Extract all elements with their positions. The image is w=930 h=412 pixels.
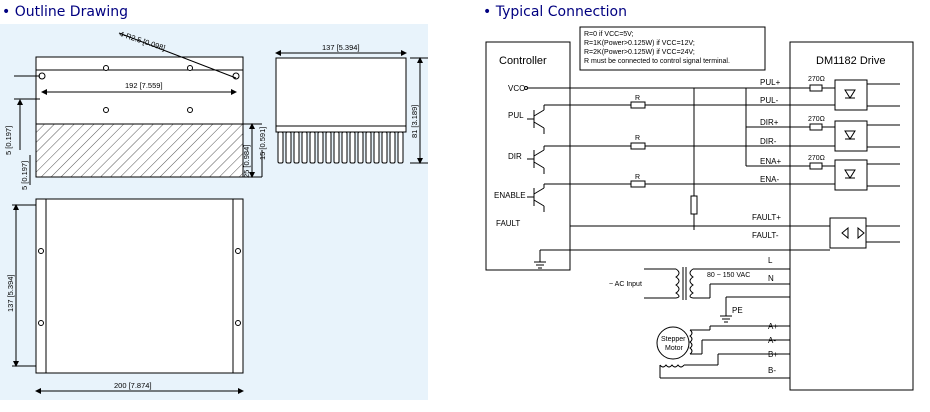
bottom-view	[12, 198, 244, 394]
drive-pin-l: L	[768, 256, 773, 265]
dim-d1: 5 [0.197]	[4, 126, 13, 155]
dim-bottom-height: 137 [5.394]	[6, 274, 15, 312]
res-270-3: 270Ω	[808, 155, 825, 162]
resistor-r2: R	[635, 135, 640, 142]
outline-drawing-title: • Outline Drawing	[2, 4, 129, 20]
heat-sink-fin	[389, 131, 396, 164]
ctrl-pin-dir: DIR	[508, 152, 522, 161]
motor-label-1: Stepper	[661, 336, 686, 343]
dim-d2: 5 [0.197]	[20, 161, 29, 190]
dim-d3: 25 [0.984]	[242, 145, 251, 178]
heat-sink-fin	[317, 131, 324, 164]
heat-sink-fin	[365, 131, 372, 164]
heat-sink-fin	[309, 131, 316, 164]
ctrl-pin-fault: FAULT	[496, 219, 520, 228]
heat-sink-fin	[277, 131, 284, 164]
heat-sink-fin	[333, 131, 340, 164]
stepper-motor	[656, 325, 791, 379]
drive-pin-ena-minus: ENA-	[760, 175, 779, 184]
drive-pin-fault-minus: FAULT-	[752, 231, 779, 240]
dim-bottom-width: 200 [7.874]	[114, 381, 152, 390]
ctrl-pin-pul: PUL	[508, 111, 524, 120]
heat-sink-fin	[349, 131, 356, 164]
resistor-r3: R	[635, 174, 640, 181]
typical-connection-title: • Typical Connection	[483, 4, 627, 20]
note-line-2: R=1K(Power>0.125W) if VCC=12V;	[584, 40, 695, 47]
note-line-4: R must be connected to control signal te…	[584, 58, 730, 65]
note-line-3: R=2K(Power>0.125W) if VCC=24V;	[584, 49, 695, 56]
drive-pin-pul-plus: PUL+	[760, 78, 781, 87]
drive-pin-n: N	[768, 274, 774, 283]
drive-pin-dir-plus: DIR+	[760, 118, 779, 127]
heat-sink-fin	[293, 131, 300, 164]
note-line-1: R=0 if VCC=5V;	[584, 31, 634, 38]
heat-sink-fin	[381, 131, 388, 164]
controller-label: Controller	[499, 55, 547, 67]
motor-label-2: Motor	[665, 345, 684, 352]
heat-sink-fin	[341, 131, 348, 164]
heat-sink-fin	[357, 131, 364, 164]
dim-side-width: 137 [5.394]	[322, 43, 360, 52]
resistor-note-box	[579, 26, 766, 71]
res-270-1: 270Ω	[808, 76, 825, 83]
drive-pin-dir-minus: DIR-	[760, 137, 777, 146]
dim-side-height: 81 [3.189]	[410, 105, 419, 138]
vac-label: 80 ~ 150 VAC	[707, 272, 750, 279]
drive-pin-pul-minus: PUL-	[760, 96, 779, 105]
drive-pin-pe: PE	[732, 306, 743, 315]
heat-sink-fin	[285, 131, 292, 164]
drive-pin-ena-plus: ENA+	[760, 157, 781, 166]
dim-d4: 15 [0.591]	[258, 127, 267, 160]
drive-optocouplers	[790, 79, 900, 251]
heat-sink-fin	[373, 131, 380, 164]
res-270-2: 270Ω	[808, 116, 825, 123]
dim-inner-width: 192 [7.559]	[125, 81, 163, 90]
ctrl-pin-enable: ENABLE	[494, 191, 526, 200]
heat-sink-fin	[301, 131, 308, 164]
controller-transistors	[524, 86, 570, 269]
top-view	[14, 32, 263, 185]
heat-sink-fin	[397, 131, 404, 164]
ctrl-pin-vcc: VCC	[508, 84, 525, 93]
drive-label: DM1182 Drive	[816, 55, 886, 67]
ac-transformer	[644, 267, 790, 323]
controller-box	[485, 41, 571, 271]
ac-input-label: ~ AC Input	[609, 281, 642, 288]
heat-sink-fin	[325, 131, 332, 164]
signal-wires	[570, 87, 790, 251]
resistor-r1: R	[635, 95, 640, 102]
side-view	[275, 50, 428, 164]
drive-pin-fault-plus: FAULT+	[752, 213, 781, 222]
drive-pin-b-minus: B-	[768, 366, 776, 375]
heat-sink-fins	[277, 131, 404, 164]
